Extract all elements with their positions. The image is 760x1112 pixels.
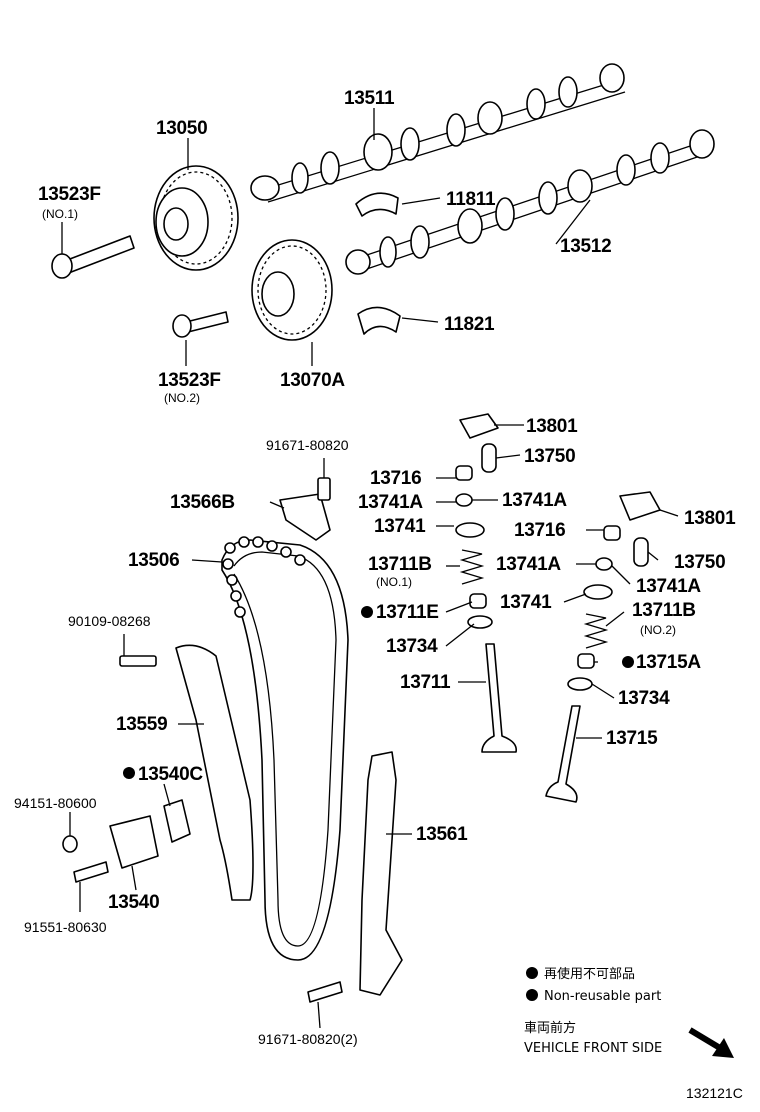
valve-spring-seat-13734-a[interactable] — [467, 615, 493, 629]
chain-tensioner-arm-13559[interactable] — [175, 644, 254, 901]
label-13715A: 13715A — [636, 652, 701, 673]
label-13070A: 13070A — [280, 370, 345, 391]
label-13741A-b: 13741A — [502, 490, 567, 511]
bolt-13523F-no2[interactable] — [172, 311, 229, 338]
label-13711B-b: 13711B — [632, 600, 696, 621]
front-ja: 車両前方 — [524, 1020, 576, 1036]
label-13511: 13511 — [344, 88, 395, 109]
valve-spring-seat-13734-b[interactable] — [567, 677, 593, 691]
lash-adjuster-13750-b[interactable] — [633, 537, 649, 567]
label-94151-80600: 94151-80600 — [14, 795, 97, 811]
label-90109-08268: 90109-08268 — [68, 613, 151, 629]
label-13734-a: 13734 — [386, 636, 438, 657]
label-13734-b: 13734 — [618, 688, 670, 709]
valve-keeper-13741A-c[interactable] — [595, 557, 613, 571]
valve-spring-13711B-no2[interactable] — [583, 613, 609, 649]
legend-en: Non-reusable part — [544, 989, 661, 1004]
label-13741A-d: 13741A — [636, 576, 701, 597]
rocker-arm-13801-a[interactable] — [459, 413, 499, 439]
label-13540: 13540 — [108, 892, 159, 913]
bearing-11811[interactable] — [355, 192, 399, 217]
label-13715: 13715 — [606, 728, 658, 749]
label-no2-b: (NO.2) — [640, 623, 676, 637]
valve-stem-seal-13711E[interactable] — [469, 593, 487, 609]
label-13506: 13506 — [128, 550, 179, 571]
label-13512: 13512 — [560, 236, 611, 257]
label-13711E: 13711E — [376, 602, 439, 623]
label-11811: 11811 — [446, 189, 496, 210]
label-13750-b: 13750 — [674, 552, 725, 573]
diagram-code: 132121C — [686, 1085, 743, 1101]
chain-tensioner-13540[interactable] — [109, 799, 191, 869]
label-13523F-2: 13523F — [158, 370, 221, 391]
valve-stem-cap-13716-b[interactable] — [603, 525, 621, 541]
nut-94151-80600[interactable] — [62, 835, 78, 853]
label-no1-a: (NO.1) — [42, 207, 78, 221]
exhaust-valve-13715[interactable] — [545, 705, 581, 803]
valve-spring-13711B-no1[interactable] — [459, 549, 485, 585]
camshaft-13512[interactable] — [345, 129, 715, 275]
bolt-91671-80820-a[interactable] — [317, 477, 331, 501]
front-arrow-icon — [688, 1027, 734, 1058]
non-reusable-markers — [123, 606, 634, 779]
bolt-13523F-no1[interactable] — [51, 235, 135, 279]
vehicle-front-side: 車両前方 VEHICLE FRONT SIDE — [524, 1020, 734, 1058]
label-13050: 13050 — [156, 118, 207, 139]
front-en: VEHICLE FRONT SIDE — [524, 1041, 662, 1056]
label-13540C: 13540C — [138, 764, 203, 785]
label-91671-80820-2: 91671-80820(2) — [258, 1031, 358, 1047]
bolt-90109-08268[interactable] — [119, 655, 157, 667]
label-13523F-1: 13523F — [38, 184, 101, 205]
camshaft-13511[interactable] — [250, 63, 626, 203]
label-13711B-a: 13711B — [368, 554, 432, 575]
intake-valve-13711[interactable] — [481, 643, 518, 753]
cam-timing-gear-13070A[interactable] — [251, 239, 333, 341]
chain-guide-13561[interactable] — [359, 751, 403, 996]
label-13566B: 13566B — [170, 492, 235, 513]
label-13741-a: 13741 — [374, 516, 426, 537]
valve-stem-cap-13716-a[interactable] — [455, 465, 473, 481]
label-13716-b: 13716 — [514, 520, 565, 541]
bearing-11821[interactable] — [357, 306, 401, 335]
bolt-91671-80820-b[interactable] — [307, 981, 343, 1003]
label-91671-80820-a: 91671-80820 — [266, 437, 349, 453]
label-no1-b: (NO.1) — [376, 575, 412, 589]
label-91551-80630: 91551-80630 — [24, 919, 107, 935]
label-13741A-a: 13741A — [358, 492, 423, 513]
valve-keeper-13741A-a[interactable] — [455, 493, 473, 507]
label-13559: 13559 — [116, 714, 167, 735]
part-labels: 13511 13050 13523F (NO.1) 11811 13512 11… — [14, 88, 736, 1047]
label-13716-a: 13716 — [370, 468, 421, 489]
legend: 再使用不可部品 Non-reusable part — [526, 966, 661, 1004]
label-13741A-c: 13741A — [496, 554, 561, 575]
lash-adjuster-13750-a[interactable] — [481, 443, 497, 473]
label-13711: 13711 — [400, 672, 451, 693]
label-13750-a: 13750 — [524, 446, 575, 467]
label-13801-a: 13801 — [526, 416, 578, 437]
timing-chain-13506[interactable] — [221, 536, 349, 961]
valve-retainer-13741-b[interactable] — [583, 584, 613, 600]
label-13561: 13561 — [416, 824, 468, 845]
chain-links — [222, 536, 306, 618]
rocker-arm-13801-b[interactable] — [619, 491, 661, 521]
cam-timing-gear-13050[interactable] — [153, 165, 239, 271]
bolt-91551-80630[interactable] — [73, 861, 109, 883]
label-13801-b: 13801 — [684, 508, 736, 529]
legend-ja: 再使用不可部品 — [544, 966, 635, 982]
chain-guide-13566B[interactable] — [279, 493, 331, 541]
valve-retainer-13741-a[interactable] — [455, 522, 485, 538]
valve-stem-seal-13715A[interactable] — [577, 653, 595, 669]
leader-lines — [61, 108, 679, 1029]
label-13741-b: 13741 — [500, 592, 552, 613]
label-11821: 11821 — [444, 314, 495, 335]
label-no2-a: (NO.2) — [164, 391, 200, 405]
